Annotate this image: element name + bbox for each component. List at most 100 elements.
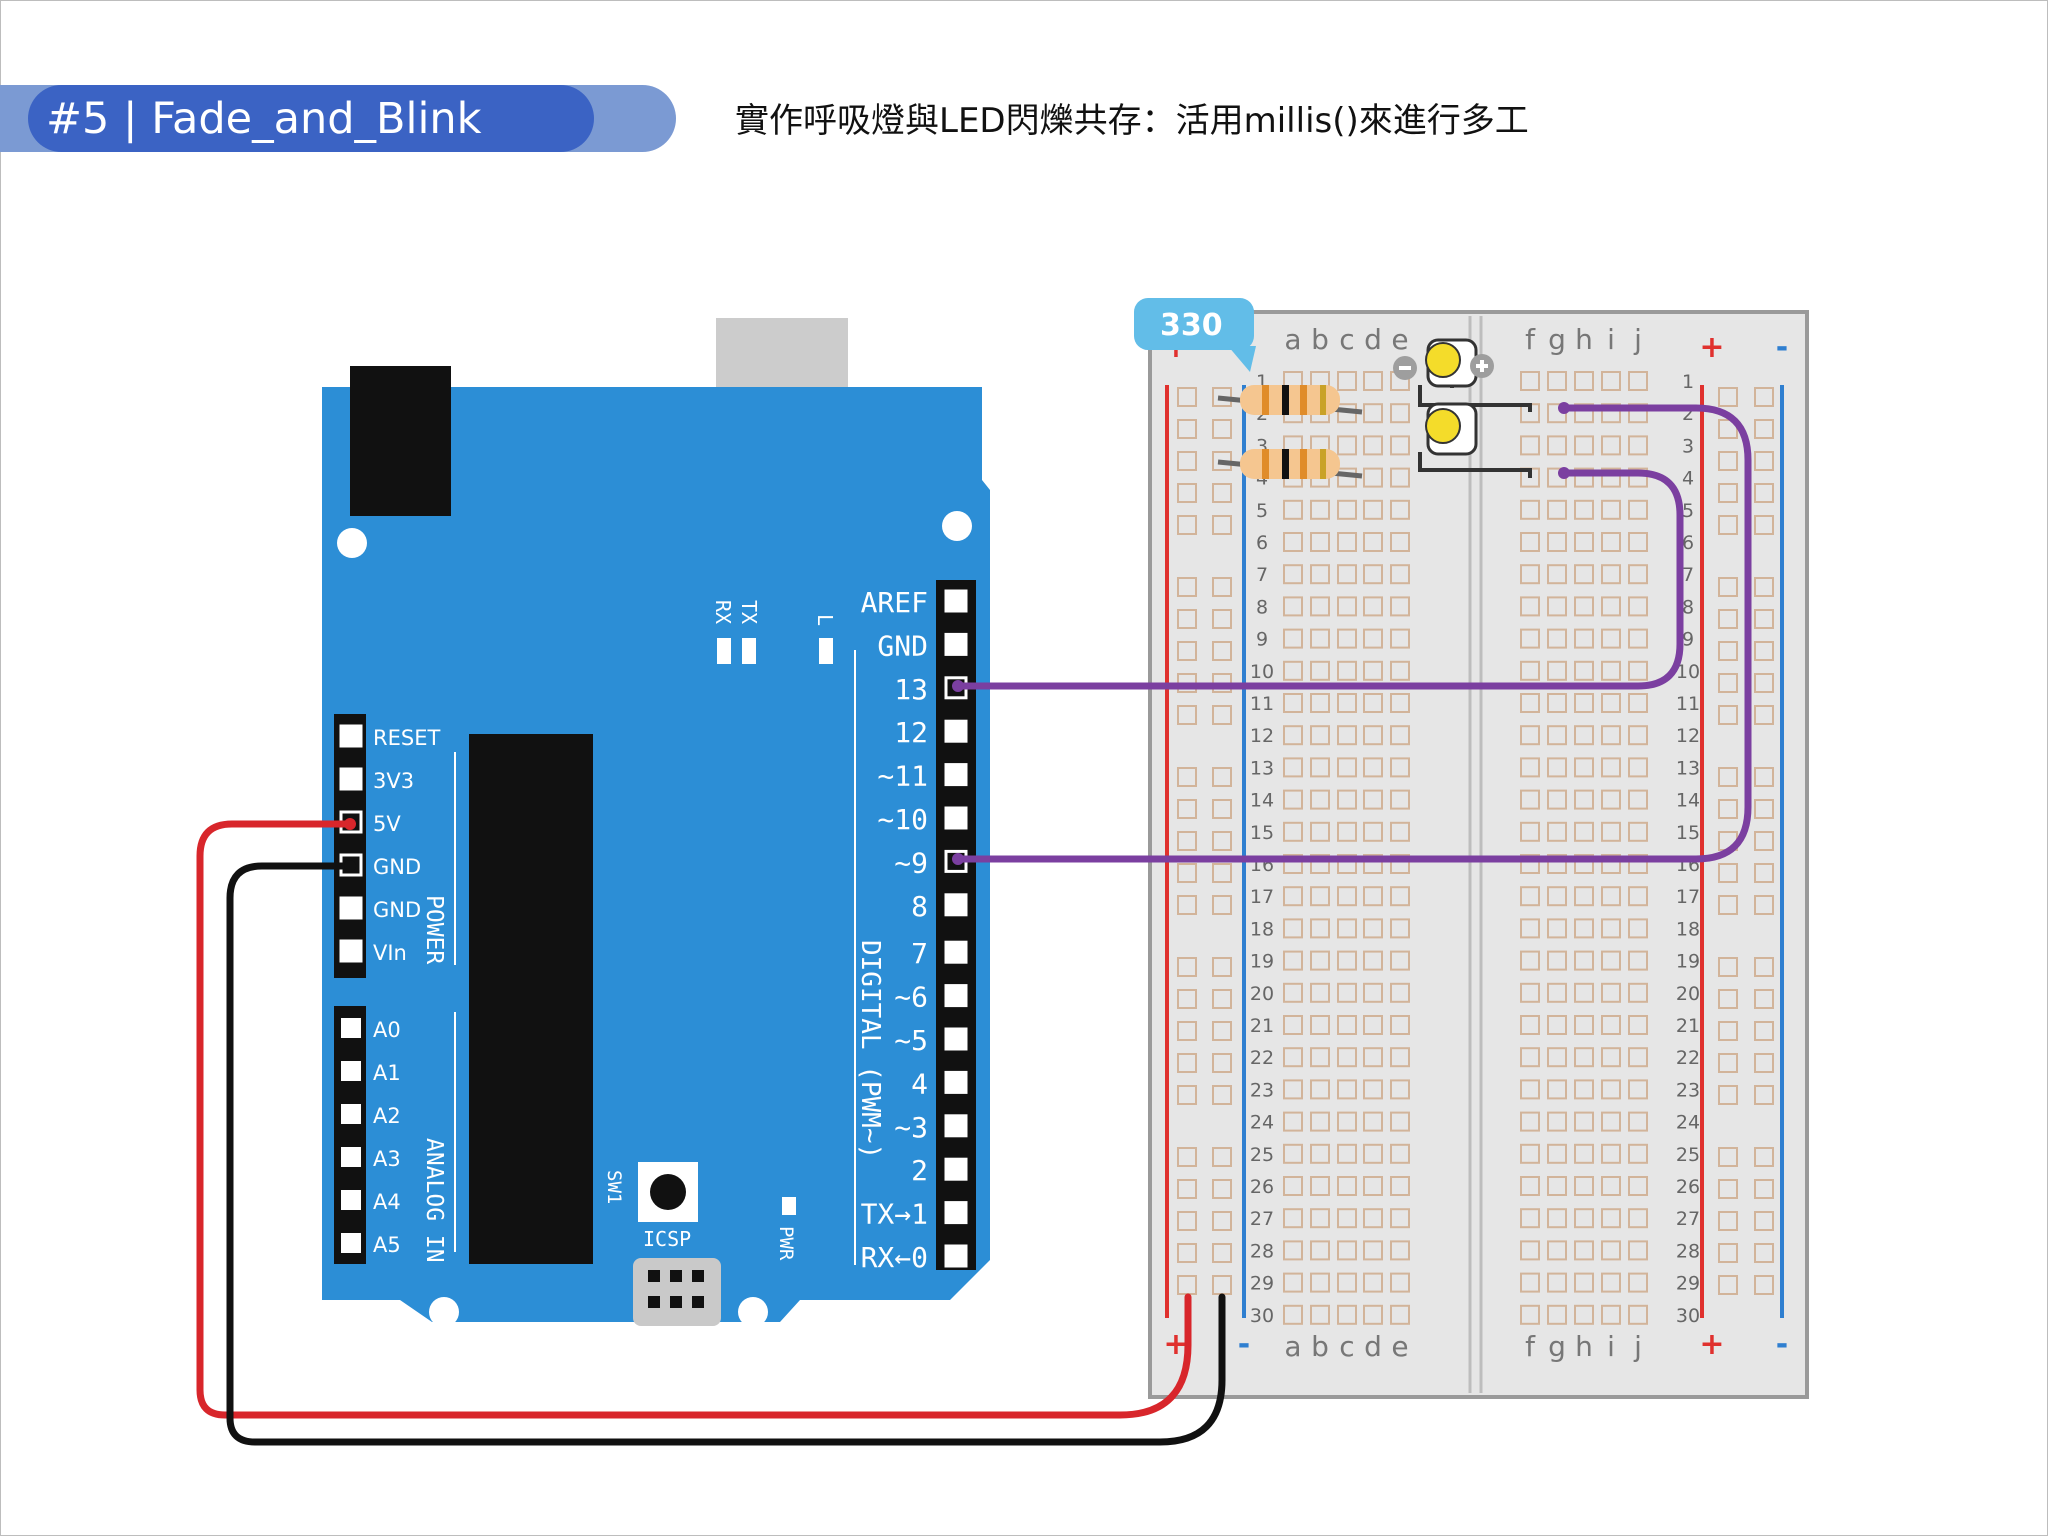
breadboard-hole: [1628, 821, 1648, 842]
breadboard-hole: [1520, 1111, 1540, 1132]
breadboard-hole: [1601, 1208, 1621, 1229]
breadboard-hole: [1628, 918, 1648, 939]
rail-hole: [1718, 1179, 1738, 1199]
breadboard-hole: [1547, 950, 1567, 971]
digital-pin-label: ~9: [894, 846, 928, 879]
breadboard-hole: [1520, 789, 1540, 810]
rail-hole: [1754, 515, 1774, 535]
wire-end-dot: [344, 818, 356, 830]
breadboard-hole: [1283, 918, 1303, 939]
breadboard-hole: [1547, 789, 1567, 810]
breadboard-hole: [1283, 693, 1303, 713]
rail-hole: [1212, 831, 1232, 851]
breadboard-hole: [1628, 1272, 1648, 1293]
breadboard-hole: [1337, 1304, 1357, 1325]
row-number: 11: [1250, 693, 1274, 715]
section-title: #5 | Fade_and_Blink: [46, 94, 482, 144]
breadboard-hole: [1283, 789, 1303, 810]
breadboard-hole: [1310, 725, 1330, 746]
rail-hole: [1754, 483, 1774, 503]
icsp-pin: [670, 1296, 682, 1308]
rail-hole: [1177, 577, 1197, 597]
digital-pin-label: ~10: [877, 803, 928, 836]
rail-hole: [1212, 1211, 1232, 1231]
mount-hole: [429, 1297, 459, 1327]
breadboard-hole: [1283, 1111, 1303, 1132]
row-number: 11: [1676, 693, 1700, 715]
breadboard-hole: [1574, 789, 1594, 810]
rail-hole: [1754, 387, 1774, 407]
rail-hole: [1754, 831, 1774, 851]
breadboard-hole: [1363, 1079, 1383, 1100]
breadboard-hole: [1601, 628, 1621, 649]
breadboard-hole: [1283, 1143, 1303, 1164]
rail-hole: [1212, 1053, 1232, 1073]
l-led: [819, 638, 833, 664]
breadboard-hole: [1337, 1272, 1357, 1293]
breadboard-hole: [1283, 950, 1303, 971]
breadboard-hole: [1520, 950, 1540, 971]
breadboard-hole: [1574, 1015, 1594, 1035]
column-letter: i: [1607, 323, 1615, 356]
breadboard-hole: [1520, 757, 1540, 778]
rail-plus-sign: +: [1699, 330, 1724, 365]
breadboard-hole: [1601, 1304, 1621, 1325]
breadboard-hole: [1547, 564, 1567, 585]
row-number: 15: [1676, 822, 1700, 844]
wire-end-dot: [1558, 402, 1570, 414]
l-label: L: [813, 614, 837, 626]
breadboard-hole: [1547, 693, 1567, 713]
power-pin-socket: [339, 724, 363, 748]
digital-pin-label: 4: [911, 1067, 928, 1100]
breadboard-hole: [1337, 596, 1357, 617]
row-number: 25: [1676, 1144, 1700, 1166]
column-letter: f: [1525, 1330, 1536, 1363]
breadboard-hole: [1574, 596, 1594, 617]
power-pin-label: RESET: [373, 726, 440, 750]
breadboard-hole: [1337, 435, 1357, 456]
breadboard-hole: [1574, 1047, 1594, 1068]
breadboard-hole: [1601, 821, 1621, 842]
reset-button-cap: [650, 1174, 686, 1210]
rail-hole: [1212, 767, 1232, 787]
row-number: 13: [1250, 757, 1274, 779]
analog-pin-socket: [341, 1104, 361, 1124]
rail-hole: [1177, 831, 1197, 851]
breadboard-hole: [1390, 725, 1410, 746]
rail-hole: [1212, 577, 1232, 597]
breadboard-hole: [1363, 532, 1383, 552]
breadboard-hole: [1628, 628, 1648, 649]
breadboard-hole: [1574, 886, 1594, 907]
breadboard-hole: [1390, 1047, 1410, 1068]
breadboard-hole: [1310, 1047, 1330, 1068]
breadboard-hole: [1283, 1272, 1303, 1293]
column-letter: b: [1311, 1330, 1329, 1363]
digital-pin-label: ~6: [894, 981, 928, 1014]
breadboard-hole: [1547, 1015, 1567, 1035]
breadboard-hole: [1337, 499, 1357, 520]
breadboard-hole: [1363, 1143, 1383, 1164]
column-letter: f: [1525, 323, 1536, 356]
breadboard-hole: [1628, 660, 1648, 681]
rail-hole: [1754, 863, 1774, 883]
analog-pin-label: A2: [373, 1104, 401, 1128]
breadboard-hole: [1628, 789, 1648, 810]
rail-hole: [1718, 451, 1738, 471]
row-number: 22: [1250, 1047, 1274, 1069]
breadboard-hole: [1390, 532, 1410, 552]
breadboard-hole: [1520, 1079, 1540, 1100]
breadboard-hole: [1574, 564, 1594, 585]
column-letter: d: [1364, 323, 1382, 356]
breadboard-hole: [1310, 886, 1330, 907]
breadboard-hole: [1601, 532, 1621, 552]
microcontroller-chip: [469, 734, 593, 1264]
row-number: 24: [1676, 1112, 1700, 1134]
breadboard-hole: [1520, 725, 1540, 746]
rail-hole: [1177, 483, 1197, 503]
row-number: 8: [1256, 596, 1268, 618]
digital-caption: DIGITAL (PWM~): [855, 940, 885, 1159]
rail-hole: [1177, 419, 1197, 439]
breadboard-hole: [1574, 1111, 1594, 1132]
breadboard-hole: [1283, 1015, 1303, 1035]
